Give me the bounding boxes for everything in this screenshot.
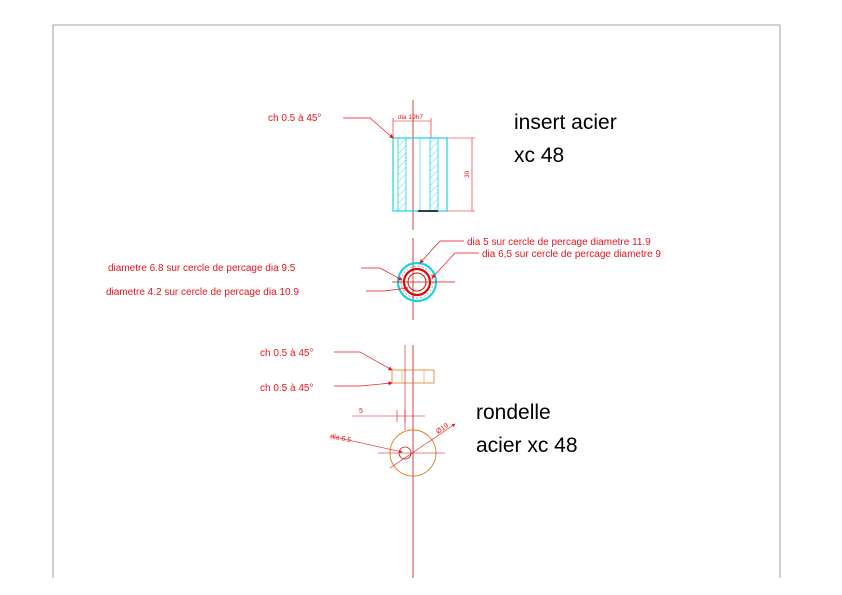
svg-text:dia 5 sur cercle de percage di: dia 5 sur cercle de percage diametre 11.… bbox=[467, 237, 651, 248]
insert-title-line2: xc 48 bbox=[514, 144, 564, 167]
washer-chamfer-note-1: ch 0.5 à 45° bbox=[260, 348, 393, 371]
washer-title-line1: rondelle bbox=[476, 401, 551, 424]
washer-dimension-thickness: 5 bbox=[352, 408, 425, 422]
svg-text:diametre 4.2 sur cercle de per: diametre 4.2 sur cercle de percage dia 1… bbox=[106, 287, 299, 298]
washer-title-line2: acier xc 48 bbox=[476, 434, 578, 457]
hole-note-left-2: diametre 4.2 sur cercle de percage dia 1… bbox=[106, 286, 409, 298]
sheet-frame bbox=[52, 24, 781, 578]
insert-dimension-height: 30 bbox=[447, 137, 475, 212]
insert-title-line1: insert acier bbox=[514, 111, 617, 134]
insert-chamfer-note: ch 0.5 à 45° bbox=[268, 113, 394, 139]
washer-inner-diameter-label: dia 6.5 bbox=[330, 433, 352, 444]
hole-note-right-2: dia 6,5 sur cercle de percage diametre 9 bbox=[431, 249, 661, 279]
washer-front-view bbox=[329, 423, 456, 477]
washer-outer-diameter-label: Ø19 bbox=[435, 422, 450, 435]
insert-diameter-label: dia 19h7 bbox=[398, 114, 423, 121]
washer-thickness-label: 5 bbox=[359, 408, 363, 415]
svg-text:diametre 6.8 sur cercle de per: diametre 6.8 sur cercle de percage dia 9… bbox=[108, 263, 296, 274]
insert-height-label: 30 bbox=[464, 170, 471, 178]
insert-dimension-diameter: dia 19h7 bbox=[392, 114, 432, 138]
svg-text:dia 6,5 sur cercle de percage: dia 6,5 sur cercle de percage diametre 9 bbox=[482, 249, 661, 260]
hole-note-right-1: dia 5 sur cercle de percage diametre 11.… bbox=[419, 237, 651, 264]
washer-chamfer-note-2: ch 0.5 à 45° bbox=[260, 381, 393, 394]
insert-chamfer-label: ch 0.5 à 45° bbox=[268, 113, 321, 124]
insert-section-view bbox=[392, 137, 448, 212]
hole-note-left-1: diametre 6.8 sur cercle de percage dia 9… bbox=[108, 263, 403, 281]
svg-text:ch 0.5 à 45°: ch 0.5 à 45° bbox=[260, 383, 313, 394]
svg-text:ch 0.5 à 45°: ch 0.5 à 45° bbox=[260, 348, 313, 359]
insert-top-view bbox=[392, 261, 455, 303]
